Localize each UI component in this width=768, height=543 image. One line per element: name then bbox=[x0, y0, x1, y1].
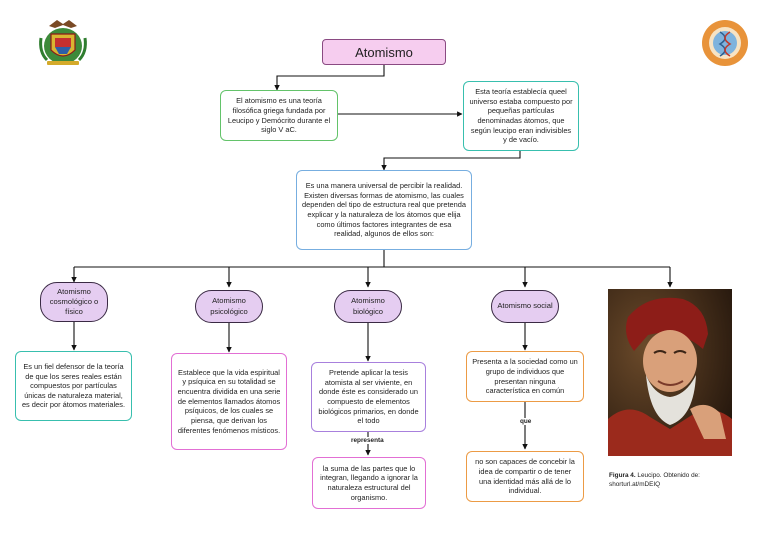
desc-social-box: Presenta a la sociedad como un grupo de … bbox=[466, 351, 584, 402]
link-label-que: que bbox=[518, 418, 534, 425]
figure-caption-label: Figura 4. bbox=[609, 472, 636, 479]
social-extra-box: no son capaces de concebir la idea de co… bbox=[466, 451, 584, 502]
node-atomismo-biologico: Atomismo biológico bbox=[334, 290, 402, 323]
figure-caption-text: Leucipo. Obtenido de: shorturl.at/mDEIQ bbox=[609, 472, 700, 488]
desc-biologico-box: Pretende aplicar la tesis atomista al se… bbox=[311, 362, 426, 432]
link-label-representa: representa bbox=[349, 437, 386, 444]
leucipo-portrait bbox=[608, 289, 732, 456]
biotechnology-engineering-logo bbox=[702, 20, 748, 66]
desc-psicologico-box: Establece que la vida espiritual y psíqu… bbox=[171, 353, 287, 450]
university-crest-logo bbox=[39, 20, 87, 65]
intro-theory-box: Esta teoría establecía queel universo es… bbox=[463, 81, 579, 151]
node-atomismo-social: Atomismo social bbox=[491, 290, 559, 323]
node-atomismo-psicologico: Atomismo psicológico bbox=[195, 290, 263, 323]
intro-definition-box: El atomismo es una teoría filosófica gri… bbox=[220, 90, 338, 141]
figure-caption: Figura 4. Leucipo. Obtenido de: shorturl… bbox=[609, 472, 739, 489]
node-atomismo-cosmologico: Atomismo cosmológico o físico bbox=[40, 282, 108, 322]
center-description-box: Es una manera universal de percibir la r… bbox=[296, 170, 472, 250]
bio-extra-box: la suma de las partes que lo integran, l… bbox=[312, 457, 426, 509]
desc-cosmologico-box: Es un fiel defensor de la teoría de que … bbox=[15, 351, 132, 421]
map-title: Atomismo bbox=[322, 39, 446, 65]
